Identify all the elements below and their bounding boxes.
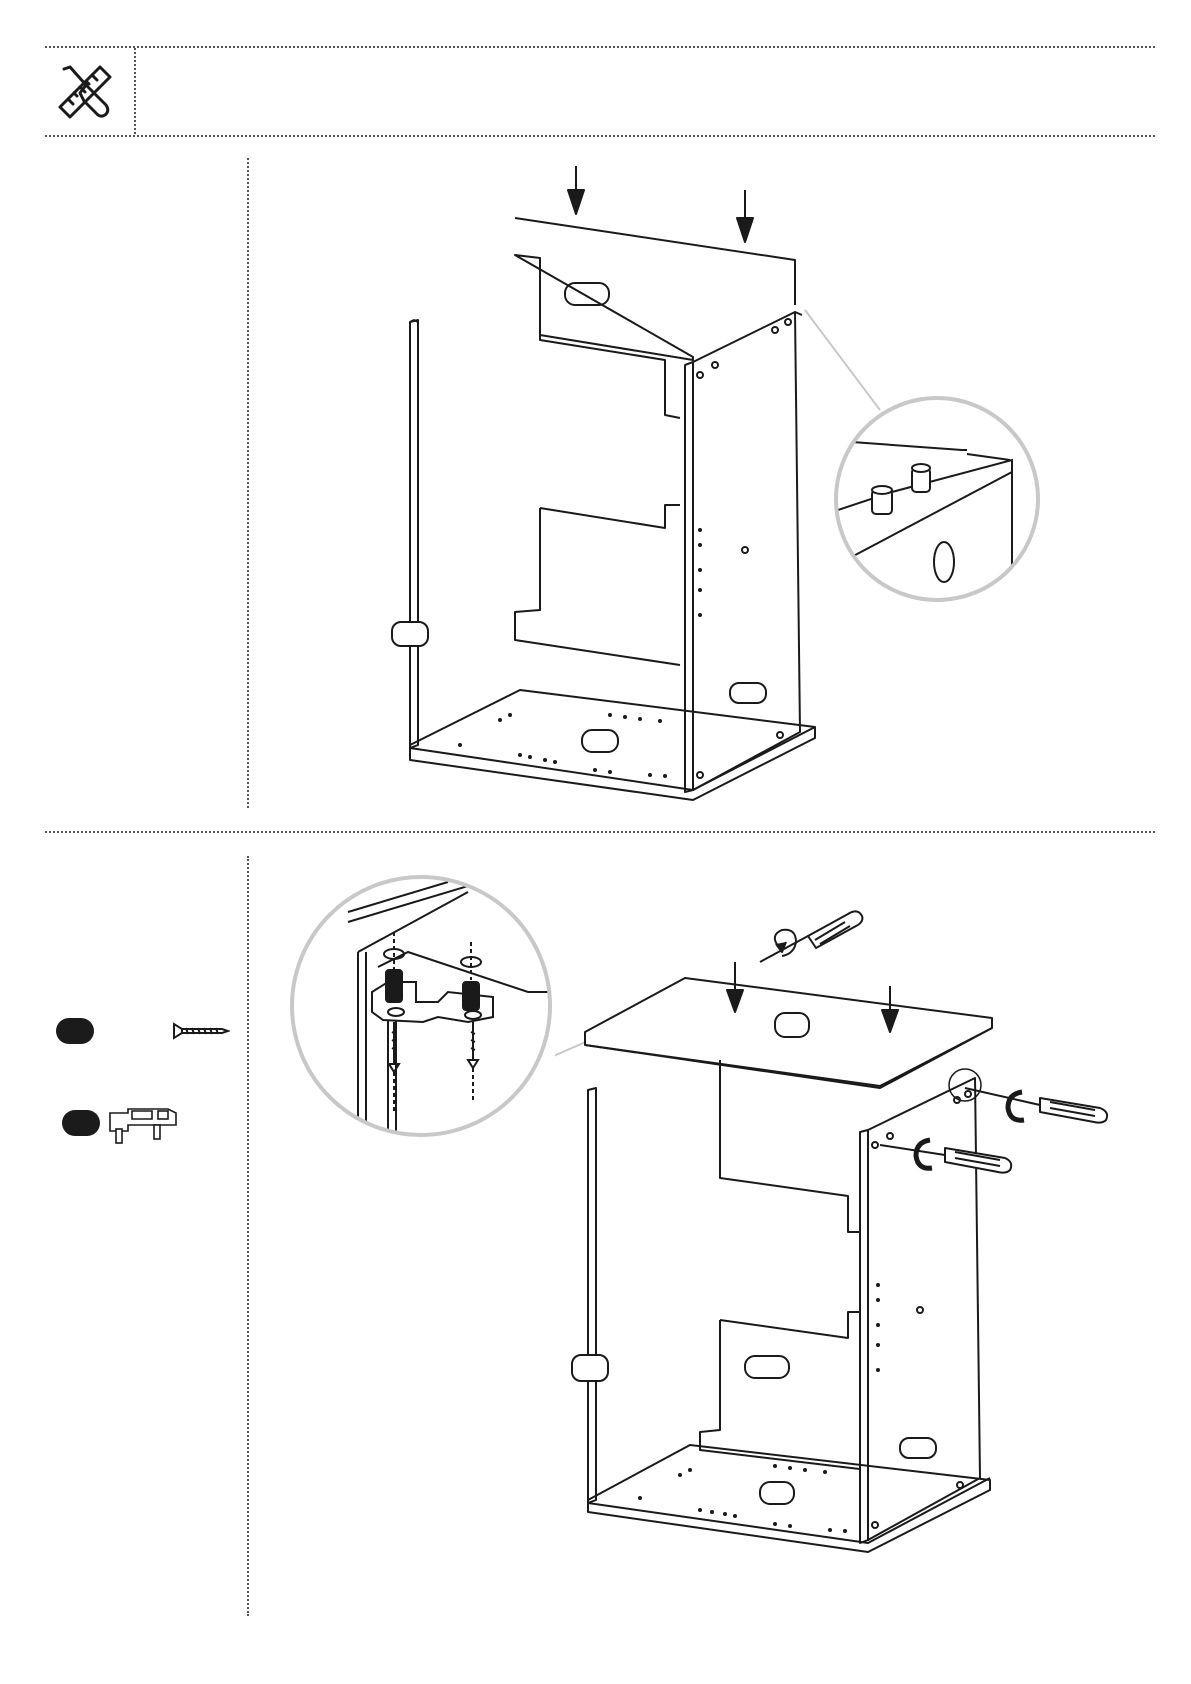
header-bottom-divider (45, 135, 1155, 137)
part-badge (56, 1018, 94, 1044)
part-badge (62, 1110, 100, 1136)
step-divider (45, 831, 1155, 833)
step1-parts-divider (247, 158, 249, 808)
step2-bracket-screw-detail (288, 872, 554, 1140)
screw-icon (172, 1022, 230, 1040)
connector-bracket-icon (108, 1103, 182, 1147)
step2-parts-divider (247, 856, 249, 1616)
tools-icon (56, 63, 114, 121)
step2-cabinet-illustration (555, 900, 1120, 1570)
header-icon-divider (134, 48, 136, 134)
header-top-divider (45, 46, 1155, 48)
step1-cam-dowel-detail (832, 392, 1042, 606)
